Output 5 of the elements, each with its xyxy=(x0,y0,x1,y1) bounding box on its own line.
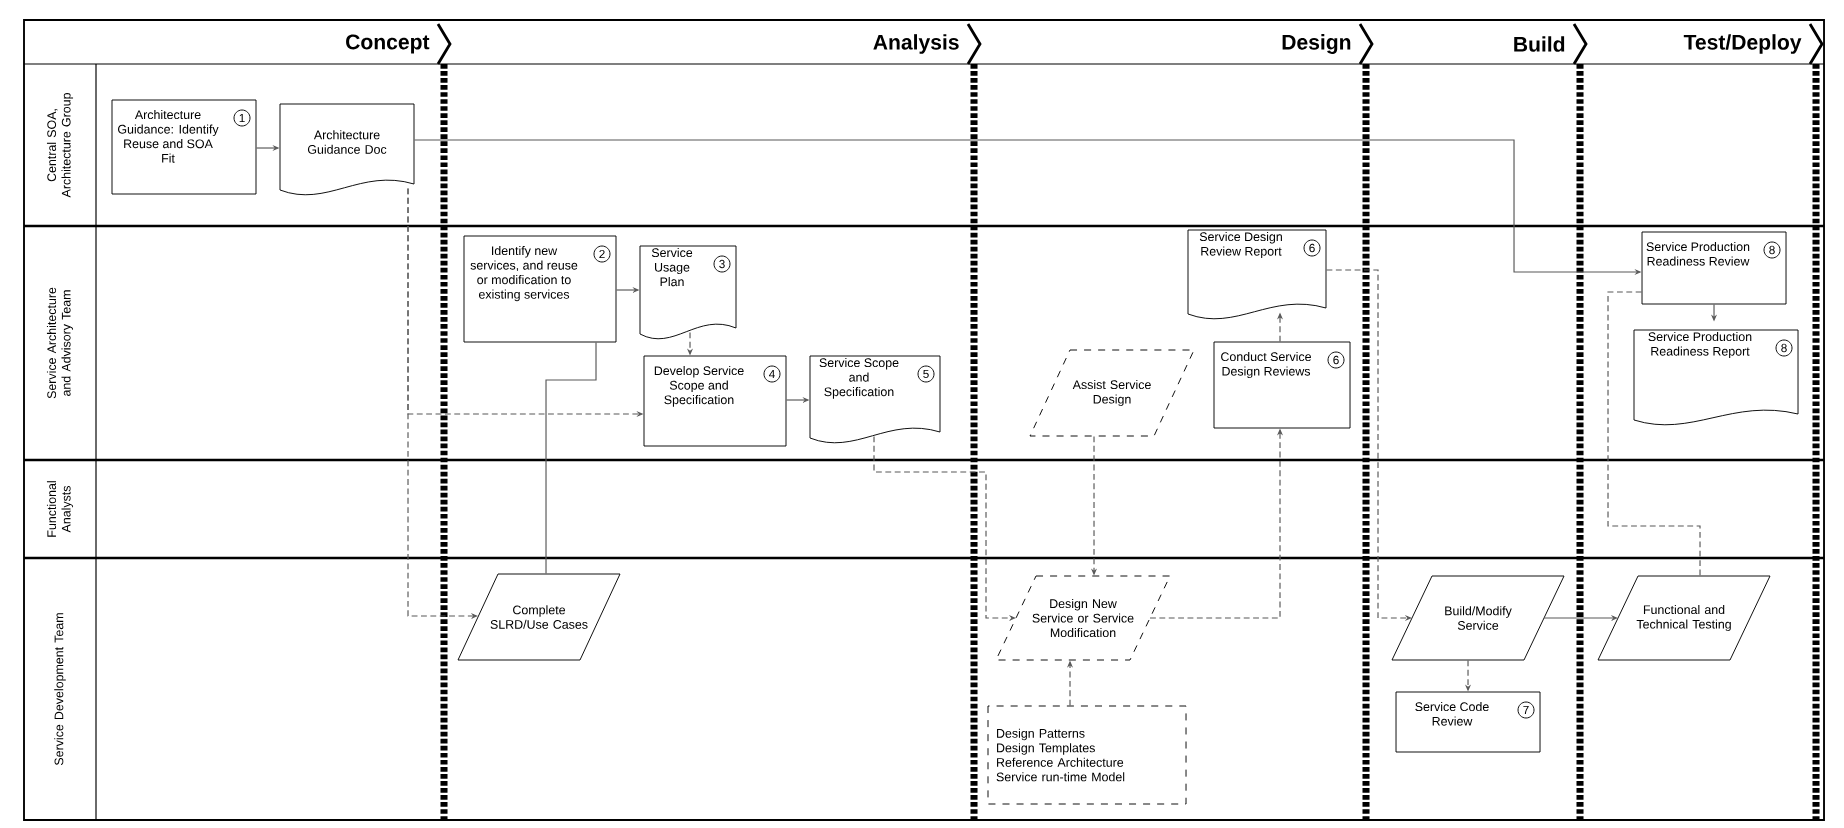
phase-label: Test/Deploy xyxy=(1683,34,1802,54)
phase-label: Build xyxy=(1514,36,1565,52)
phase-label: Concept xyxy=(346,34,430,54)
phase-label: Analysis xyxy=(873,34,959,54)
phase-label: Design xyxy=(1282,34,1351,54)
